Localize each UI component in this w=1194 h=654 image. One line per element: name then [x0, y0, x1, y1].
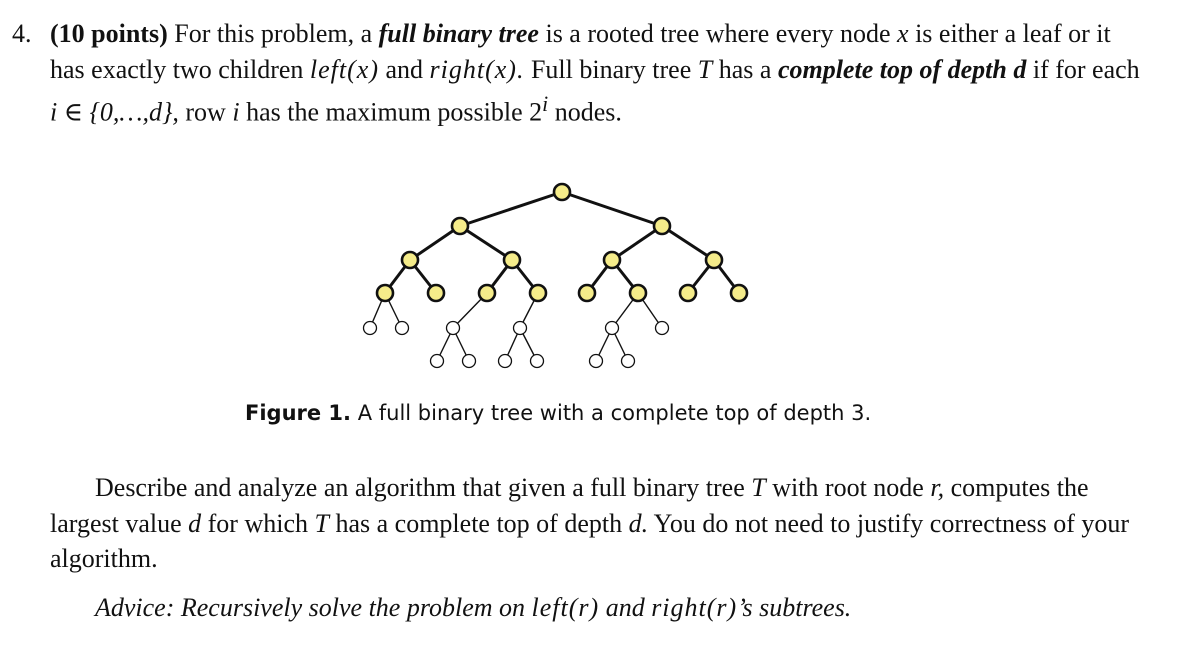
caption-label: Figure 1.	[245, 401, 352, 425]
complete-top-node	[400, 250, 420, 270]
tree-edge	[459, 190, 563, 228]
text: is either a leaf or it has exactly two c…	[50, 19, 1111, 84]
math-right-r: right(r)	[651, 593, 738, 622]
math-right-x: right(x).	[429, 54, 525, 84]
math-condition: i ∈ {0,…,d},	[50, 97, 179, 127]
advice: Advice: Recursively solve the problem on…	[95, 590, 1145, 626]
complete-top-node	[477, 283, 497, 303]
text: has a	[718, 54, 772, 84]
text: and	[385, 54, 424, 84]
tree-edge	[409, 224, 461, 262]
math-var: i	[232, 97, 240, 127]
text: Full binary tree	[530, 54, 692, 84]
term-full-binary-tree: full binary tree	[378, 19, 539, 48]
problem-points: (10 points)	[50, 19, 168, 48]
math-var: T	[751, 473, 766, 502]
text: nodes.	[554, 97, 622, 127]
text: for which	[207, 508, 308, 538]
text: has a complete top of depth	[335, 508, 623, 538]
tree-edge	[611, 224, 663, 262]
math-left-r: left(r)	[531, 593, 600, 622]
tree-node	[512, 320, 528, 336]
tree-node	[445, 320, 461, 336]
text: For this problem, a	[174, 19, 373, 48]
math-var: r,	[930, 473, 945, 502]
complete-top-node	[502, 250, 522, 270]
tree-node	[620, 353, 636, 369]
problem-number: 4.	[12, 19, 32, 48]
tree-node	[394, 320, 410, 336]
tree-edge	[561, 190, 663, 228]
complete-top-node	[678, 283, 698, 303]
complete-top-node	[552, 182, 572, 202]
math-var: T	[314, 508, 329, 538]
text: and	[605, 593, 645, 622]
problem-statement: 4. (10 points) For this problem, a full …	[12, 16, 1140, 130]
math-var: d.	[628, 508, 649, 538]
math-var: T	[697, 54, 713, 84]
text: has the maximum possible 2	[246, 97, 543, 127]
complete-top-node	[528, 283, 548, 303]
tree-node	[529, 353, 545, 369]
tree-node	[362, 320, 378, 336]
tree-edge	[661, 224, 715, 262]
complete-top-node	[450, 216, 470, 236]
task-statement: Describe and analyze an algorithm that g…	[50, 470, 1140, 577]
tree-node	[429, 353, 445, 369]
tree-node	[654, 320, 670, 336]
text: is a rooted tree where every node	[545, 19, 891, 48]
text: Advice: Recursively solve the problem on	[95, 593, 526, 622]
tree-node	[497, 353, 513, 369]
complete-top-node	[375, 283, 395, 303]
text: with root node	[772, 473, 924, 502]
term-complete-top: complete top of depth d	[777, 54, 1027, 84]
tree-node	[604, 320, 620, 336]
text: Describe and analyze an algorithm that g…	[95, 473, 745, 502]
math-left-x: left(x)	[309, 54, 379, 84]
text: You do not need to justify correctness o…	[50, 508, 1130, 574]
math-var: x	[897, 19, 909, 48]
caption-text: A full binary tree with a complete top o…	[357, 401, 872, 425]
tree-node	[588, 353, 604, 369]
complete-top-node	[652, 216, 672, 236]
text: computes the largest value	[50, 473, 1089, 538]
math-sup: i	[542, 92, 549, 116]
figure-caption: Figure 1. A full binary tree with a comp…	[245, 401, 871, 425]
complete-top-node	[577, 283, 597, 303]
complete-top-node	[426, 283, 446, 303]
complete-top-node	[602, 250, 622, 270]
complete-top-node	[704, 250, 724, 270]
math-var: d	[188, 508, 202, 538]
complete-top-node	[628, 283, 648, 303]
tree-edge	[459, 224, 513, 262]
text: ’s subtrees.	[737, 593, 852, 622]
complete-top-node	[729, 283, 749, 303]
text: row	[185, 97, 226, 127]
text: if for each	[1032, 54, 1140, 84]
tree-node	[461, 353, 477, 369]
